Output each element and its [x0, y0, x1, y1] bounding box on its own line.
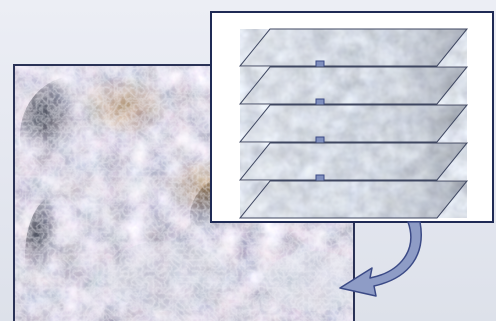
layered-slices-stack	[212, 13, 492, 221]
layer-slice-outline	[240, 105, 467, 142]
layer-slice-outline	[240, 67, 467, 104]
layer-slice-outline	[240, 181, 467, 218]
layer-stack-inset	[210, 11, 494, 223]
layer-slice-outline	[240, 29, 467, 66]
layer-slice-outline	[240, 143, 467, 180]
curved-down-arrow-icon	[330, 220, 430, 300]
